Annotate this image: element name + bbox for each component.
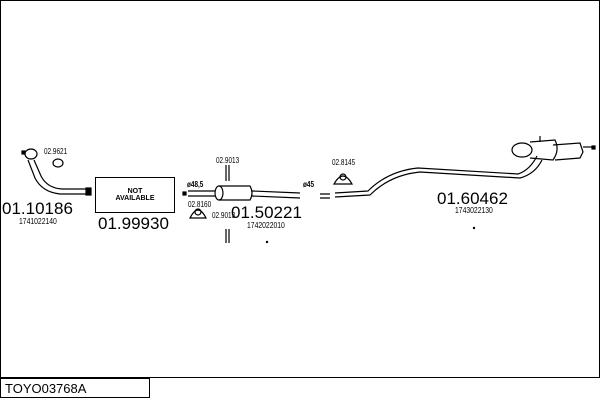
diagram-title: TOYO03768A bbox=[0, 378, 150, 398]
center-muffler bbox=[182, 165, 301, 243]
front-pipe bbox=[21, 148, 92, 196]
diameter-label: ø48,5 bbox=[187, 180, 204, 189]
not-available-text: AVAILABLE bbox=[115, 195, 155, 202]
part-number: 01.10186 bbox=[2, 199, 73, 218]
accessory-label: 02.9013 bbox=[212, 211, 236, 220]
part-number: 01.60462 bbox=[437, 189, 508, 208]
accessory-label: 02.8160 bbox=[188, 200, 212, 209]
rear-pipe-muffler bbox=[320, 136, 596, 199]
accessory-label: 02.9013 bbox=[216, 156, 240, 165]
part-number: 01.99930 bbox=[98, 214, 169, 233]
not-available-text: NOT bbox=[127, 188, 143, 195]
hanger-icon bbox=[189, 209, 207, 219]
oe-number: 1743022130 bbox=[455, 206, 493, 215]
accessory-label: 02.8145 bbox=[332, 158, 356, 167]
diameter-label: ø45 bbox=[303, 180, 315, 189]
oe-number: 1742022010 bbox=[247, 221, 285, 230]
accessory-label: 02.9621 bbox=[44, 147, 68, 156]
gasket-icon bbox=[52, 158, 64, 168]
oe-number: 1741022140 bbox=[19, 217, 57, 226]
part-number: 01.50221 bbox=[231, 203, 302, 222]
not-available-box: NOT AVAILABLE bbox=[95, 177, 175, 213]
hanger-icon bbox=[332, 175, 354, 185]
